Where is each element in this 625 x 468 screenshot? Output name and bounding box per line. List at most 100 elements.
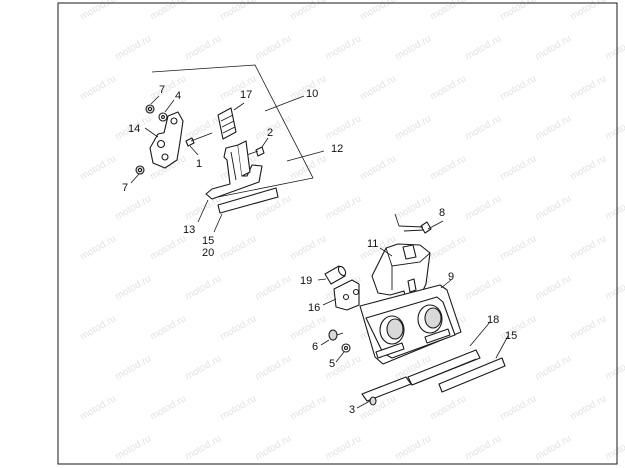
watermark-text: motod.ru bbox=[429, 153, 469, 182]
callout-2: 2 bbox=[267, 127, 273, 139]
watermark-text: motod.ru bbox=[79, 73, 119, 102]
watermark-text: motod.ru bbox=[604, 193, 625, 222]
watermark-text: motod.ru bbox=[324, 113, 364, 142]
watermark-text: motod.ru bbox=[149, 233, 189, 262]
watermark-text: motod.ru bbox=[464, 113, 504, 142]
bolt-2 bbox=[243, 146, 265, 157]
callout-11: 11 bbox=[367, 238, 378, 250]
watermark-text: motod.ru bbox=[604, 33, 625, 62]
watermark-text: motod.ru bbox=[604, 433, 625, 462]
washer-4 bbox=[158, 112, 168, 122]
watermark-text: motod.ru bbox=[219, 233, 259, 262]
callout-12: 12 bbox=[331, 143, 343, 155]
watermark-text: motod.ru bbox=[499, 393, 539, 422]
assembly-bracket-8 bbox=[394, 213, 400, 227]
watermark-text: motod.ru bbox=[359, 73, 399, 102]
watermark-text: motod.ru bbox=[604, 273, 625, 302]
watermark-text: motod.ru bbox=[254, 273, 294, 302]
callout-19: 19 bbox=[300, 275, 312, 287]
watermark-text: motod.ru bbox=[534, 113, 574, 142]
callout-13: 13 bbox=[183, 224, 195, 236]
pin-19 bbox=[324, 265, 347, 285]
watermark-text: motod.ru bbox=[359, 153, 399, 182]
callout-4: 4 bbox=[175, 90, 181, 102]
watermark-text: motod.ru bbox=[604, 353, 625, 382]
callout-18: 18 bbox=[487, 314, 499, 326]
leader-1 bbox=[189, 145, 199, 156]
watermark-text: motod.ru bbox=[289, 153, 329, 182]
watermark-text: motod.ru bbox=[184, 433, 224, 462]
assembly-outline-10 bbox=[151, 64, 314, 198]
watermark-text: motod.ru bbox=[254, 353, 294, 382]
watermark-text: motod.ru bbox=[79, 313, 119, 342]
watermark-text: motod.ru bbox=[184, 193, 224, 222]
leader-19 bbox=[317, 278, 327, 281]
watermark-text: motod.ru bbox=[464, 273, 504, 302]
leader-17 bbox=[233, 102, 245, 111]
bracket-16 bbox=[333, 279, 360, 311]
watermark-text: motod.ru bbox=[569, 233, 609, 262]
watermark-text: motod.ru bbox=[184, 353, 224, 382]
callout-3: 3 bbox=[349, 404, 355, 416]
leader-7b bbox=[130, 173, 140, 184]
watermark-text: motod.ru bbox=[254, 433, 294, 462]
watermark-text: motod.ru bbox=[464, 33, 504, 62]
leader-9 bbox=[440, 279, 452, 289]
watermark-text: motod.ru bbox=[569, 393, 609, 422]
watermark-text: motod.ru bbox=[429, 393, 469, 422]
leader-12 bbox=[286, 150, 325, 162]
watermark-text: motod.ru bbox=[324, 33, 364, 62]
watermark-text: motod.ru bbox=[114, 353, 154, 382]
leader-11 bbox=[379, 247, 393, 257]
watermark-text: motod.ru bbox=[604, 113, 625, 142]
watermark-text: motod.ru bbox=[499, 233, 539, 262]
callout-8: 8 bbox=[439, 207, 445, 219]
watermark-text: motod.ru bbox=[534, 193, 574, 222]
leader-7a bbox=[150, 95, 160, 105]
watermark-text: motod.ru bbox=[149, 313, 189, 342]
bolt-8 bbox=[398, 221, 432, 234]
watermark-text: motod.ru bbox=[324, 433, 364, 462]
leader-2 bbox=[261, 137, 269, 148]
plate-holder-9 bbox=[359, 284, 462, 365]
watermark-text: motod.ru bbox=[429, 73, 469, 102]
strip-15-lower bbox=[438, 357, 506, 393]
watermark-text: motod.ru bbox=[79, 153, 119, 182]
watermark-text: motod.ru bbox=[289, 233, 329, 262]
watermark-text: motod.ru bbox=[464, 193, 504, 222]
watermark-text: motod.ru bbox=[184, 33, 224, 62]
leader-18 bbox=[469, 321, 491, 347]
callout-6: 6 bbox=[312, 341, 318, 353]
leader-14 bbox=[144, 127, 159, 138]
bracket-plate-14 bbox=[149, 111, 184, 169]
washer-5 bbox=[341, 343, 351, 353]
callout-17: 17 bbox=[240, 89, 252, 101]
nut-7-lower bbox=[135, 165, 145, 175]
callout-20: 20 bbox=[202, 247, 214, 259]
leader-3 bbox=[356, 400, 371, 409]
callout-14: 14 bbox=[128, 123, 140, 135]
callout-10: 10 bbox=[306, 88, 318, 100]
watermark-text: motod.ru bbox=[79, 393, 119, 422]
watermark-text: motod.ru bbox=[464, 433, 504, 462]
watermark-text: motod.ru bbox=[219, 313, 259, 342]
callout-5: 5 bbox=[329, 358, 335, 370]
plate-15-20 bbox=[217, 187, 279, 214]
watermark-text: motod.ru bbox=[394, 113, 434, 142]
watermark-text: motod.ru bbox=[534, 33, 574, 62]
reflector-17 bbox=[217, 107, 237, 140]
watermark-text: motod.ru bbox=[394, 33, 434, 62]
leader-15b bbox=[495, 335, 509, 359]
callout-15-lower: 15 bbox=[505, 330, 517, 342]
leader-10 bbox=[264, 95, 305, 112]
callout-7-upper: 7 bbox=[159, 84, 165, 96]
watermark-text: motod.ru bbox=[114, 193, 154, 222]
leader-15a bbox=[213, 213, 223, 233]
watermark-text: motod.ru bbox=[534, 273, 574, 302]
leader-16 bbox=[322, 298, 337, 306]
bracket-13 bbox=[205, 140, 263, 200]
watermark-layer: motod.ru motod.ru motod.ru motod.ru motod.ru… bbox=[79, 0, 625, 463]
nut-7-upper bbox=[145, 104, 155, 114]
reflector-bar-18 bbox=[407, 349, 481, 386]
